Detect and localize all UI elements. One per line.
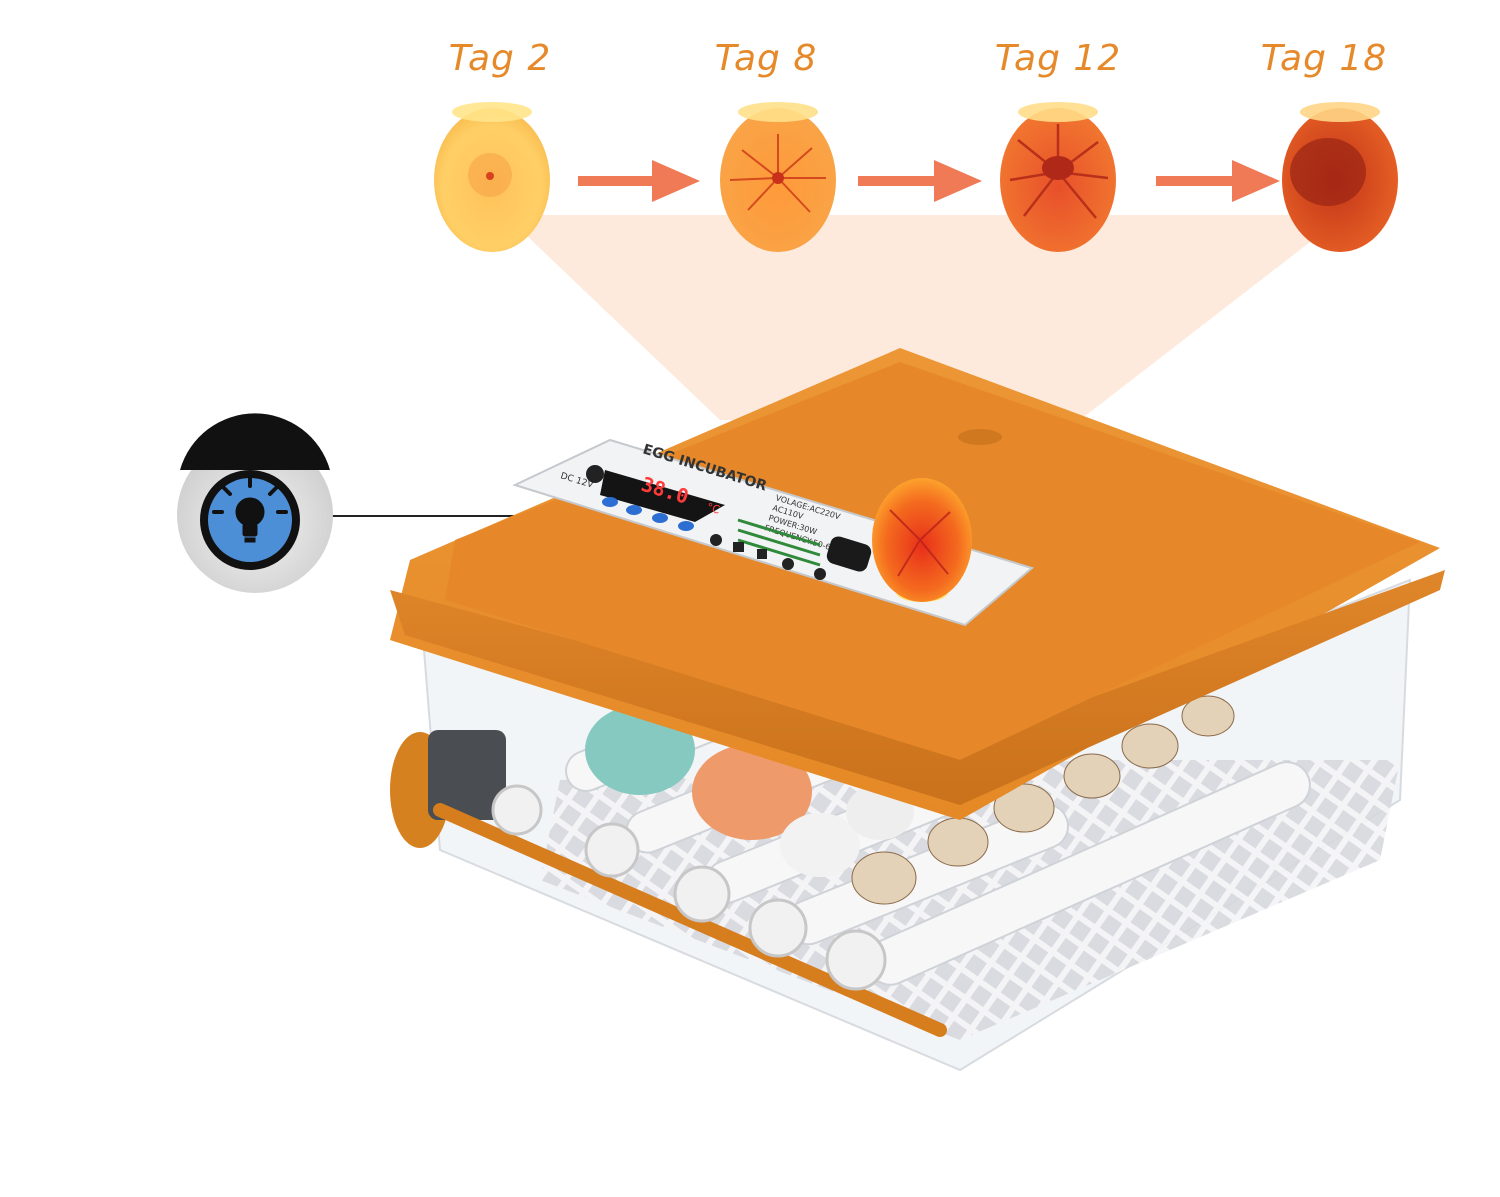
gear xyxy=(584,822,640,878)
egg-brown xyxy=(692,744,812,840)
stage-egg-12 xyxy=(1000,102,1116,252)
stage-label-day-18: Tag 18 xyxy=(1260,38,1388,79)
quail-eggs xyxy=(851,695,1235,905)
socket xyxy=(826,536,872,572)
gear xyxy=(491,784,543,836)
panel-unit: °C xyxy=(705,500,722,516)
panel-buttons xyxy=(602,497,694,531)
stage-egg-2 xyxy=(434,102,550,252)
gear xyxy=(673,865,731,923)
power-port-icon xyxy=(586,465,604,483)
stage-egg-8 xyxy=(720,102,836,252)
drive-rod xyxy=(433,803,947,1037)
candled-egg xyxy=(872,478,972,602)
stage-arrow-3 xyxy=(1156,160,1280,202)
lightbulb-icon xyxy=(212,476,288,543)
stage-label-day-8: Tag 8 xyxy=(714,38,818,79)
gear xyxy=(825,929,887,991)
callout-circle xyxy=(177,413,333,593)
turning-motor xyxy=(390,730,506,848)
stage-label-day-2: Tag 2 xyxy=(448,38,552,79)
gear xyxy=(748,898,808,958)
candling-lamp xyxy=(872,478,972,602)
stage-arrow-1 xyxy=(578,160,700,202)
certification-icons xyxy=(710,534,826,580)
stage-label-day-12: Tag 12 xyxy=(994,38,1122,79)
candle-light-beam xyxy=(505,215,1345,420)
egg-white-1 xyxy=(780,813,860,877)
stage-egg-18 xyxy=(1282,102,1398,252)
stage-arrow-2 xyxy=(858,160,982,202)
